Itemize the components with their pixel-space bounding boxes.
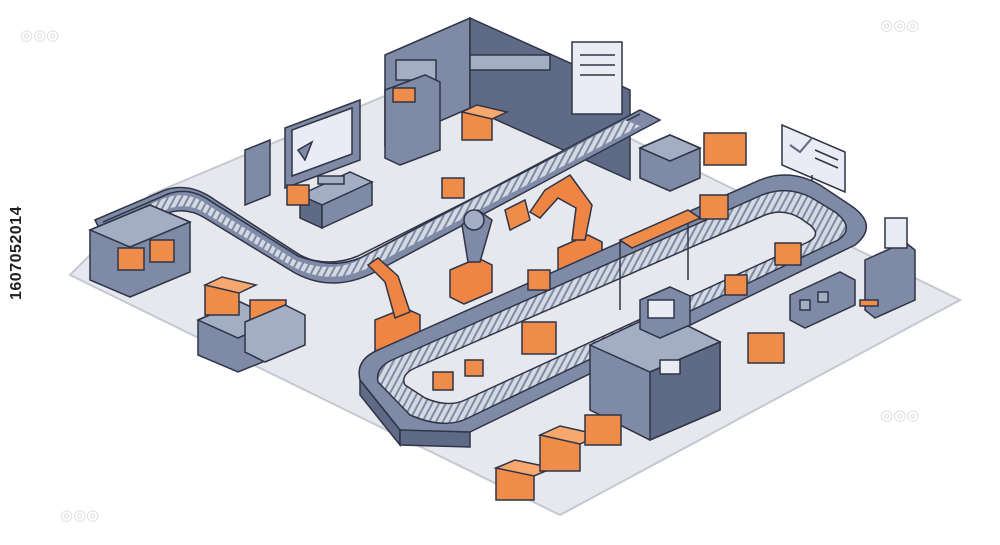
inspection-machine	[588, 286, 722, 442]
robot-arm-center	[449, 209, 493, 305]
control-cabinet	[384, 74, 441, 166]
box	[441, 177, 465, 199]
loop-conveyor	[358, 174, 867, 448]
gantry-scanner	[618, 209, 702, 310]
side-bench	[638, 134, 702, 192]
upper-boxes	[286, 104, 747, 206]
operator-desk	[244, 98, 374, 230]
right-station	[789, 217, 916, 329]
crate-stack	[196, 276, 306, 373]
tag	[859, 299, 879, 307]
box	[774, 242, 802, 266]
stock-logo-icon: ◎◎◎	[880, 16, 919, 34]
box	[724, 274, 748, 296]
box	[464, 359, 484, 377]
loading-station	[88, 204, 192, 298]
box	[432, 371, 454, 391]
box	[286, 184, 310, 206]
kiosk-screen	[884, 217, 908, 249]
box	[747, 332, 785, 364]
box	[117, 247, 145, 271]
stock-logo-icon: ◎◎◎	[60, 506, 99, 524]
stock-logo-icon: ◎◎◎	[20, 26, 59, 44]
box	[699, 194, 729, 220]
stock-logo-icon: ◎◎◎	[880, 406, 919, 424]
monitor-check-icon	[296, 140, 314, 162]
floor-boxes	[493, 321, 785, 501]
machine-screen	[647, 299, 675, 319]
loop-boxes	[432, 194, 802, 391]
box	[149, 239, 175, 263]
box	[703, 132, 747, 166]
box	[521, 321, 557, 355]
watermark-pattern: ◎◎◎ ◎◎◎ ◎◎◎ ◎◎◎	[20, 16, 919, 524]
signboard-check-icon	[789, 137, 813, 154]
stock-image-id: 1607052014	[8, 206, 25, 300]
box	[584, 414, 622, 446]
box	[527, 269, 551, 291]
